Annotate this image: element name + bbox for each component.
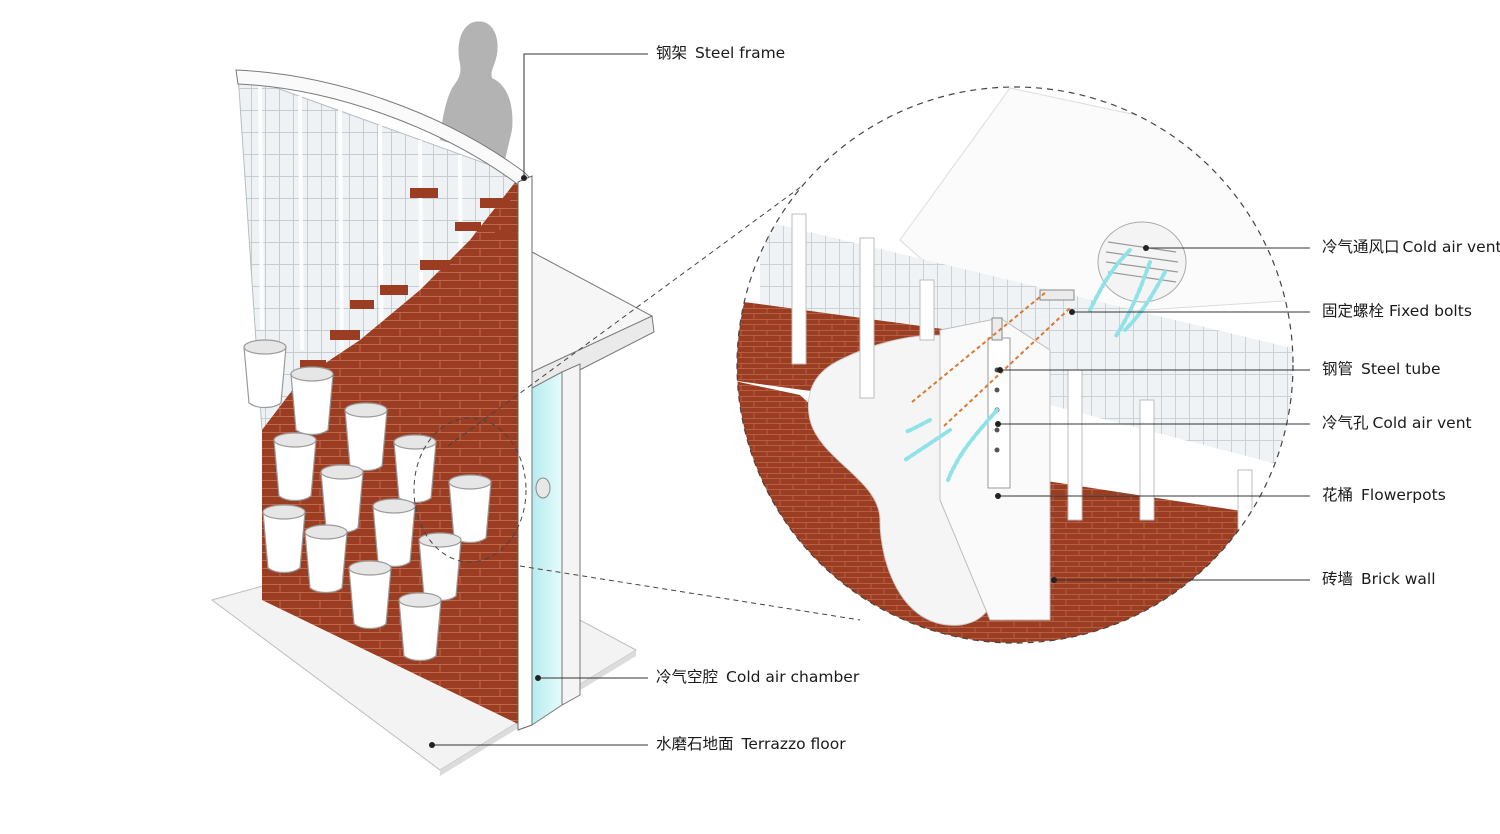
label-fixed-bolts-zh: 固定螺栓	[1322, 302, 1385, 320]
cold-air-chamber	[531, 371, 563, 726]
label-cold-air-chamber-en: Cold air chamber	[726, 668, 860, 686]
label-cold-air-vent-top-zh: 冷气通风口	[1322, 238, 1400, 256]
detail-callout-large	[736, 86, 1294, 644]
leader-lines	[432, 53, 1310, 746]
flowerpot-rim	[243, 339, 287, 355]
flowerpot	[448, 481, 492, 544]
label-cold-air-hole-en: Cold air vent	[1372, 414, 1472, 432]
flowerpot	[243, 346, 287, 409]
flowerpot-rim	[448, 474, 492, 490]
flowerpot	[348, 567, 392, 630]
steel-frame-column	[517, 175, 533, 731]
label-brick-wall: 砖墙 Brick wall	[1322, 570, 1436, 588]
label-cold-air-chamber: 冷气空腔 Cold air chamber	[656, 668, 860, 686]
flowerpot-rim	[344, 402, 388, 418]
flowerpot-rim	[418, 532, 462, 548]
flowerpot	[290, 373, 334, 436]
label-terrazzo-floor-zh: 水磨石地面	[656, 735, 734, 753]
detail-callout-small	[413, 417, 527, 563]
flowerpot	[273, 439, 317, 502]
label-cold-air-hole-zh: 冷气孔	[1322, 414, 1369, 432]
flowerpot	[418, 539, 462, 602]
label-flowerpots: 花桶 Flowerpots	[1322, 486, 1446, 504]
label-steel-frame: 钢架 Steel frame	[656, 44, 786, 62]
flowerpot-rim	[262, 504, 306, 520]
flowerpot	[262, 511, 306, 574]
flowerpot	[304, 531, 348, 594]
label-fixed-bolts-en: Fixed bolts	[1389, 302, 1472, 320]
person-silhouette	[440, 21, 513, 161]
flowerpot-rim	[348, 560, 392, 576]
label-terrazzo-floor-en: Terrazzo floor	[741, 735, 846, 753]
steel-tube	[987, 337, 1011, 489]
flowerpot	[344, 409, 388, 472]
flowerpot-rim	[320, 464, 364, 480]
label-brick-wall-zh: 砖墙	[1322, 570, 1354, 588]
cold-air-vent-grille	[1097, 221, 1187, 303]
label-steel-frame-en: Steel frame	[695, 44, 786, 62]
flowerpot	[320, 471, 364, 534]
label-brick-wall-en: Brick wall	[1361, 570, 1436, 588]
label-steel-frame-zh: 钢架	[656, 44, 688, 62]
label-steel-tube: 钢管 Steel tube	[1322, 360, 1441, 378]
flowerpot	[393, 441, 437, 504]
flowerpot-group	[243, 339, 492, 662]
label-cold-air-chamber-zh: 冷气空腔	[656, 668, 719, 686]
label-cold-air-vent-top-en: Cold air vent	[1402, 238, 1500, 256]
flowerpot-rim	[304, 524, 348, 540]
flowerpot	[398, 599, 442, 662]
label-flowerpots-zh: 花桶	[1322, 486, 1354, 504]
flowerpot-rim	[290, 366, 334, 382]
label-terrazzo-floor: 水磨石地面 Terrazzo floor	[656, 735, 846, 753]
label-flowerpots-en: Flowerpots	[1361, 486, 1446, 504]
flowerpot-rim	[398, 592, 442, 608]
flowerpot-rim	[273, 432, 317, 448]
flowerpot-rim	[372, 498, 416, 514]
flowerpot	[372, 505, 416, 568]
label-steel-tube-zh: 钢管	[1322, 360, 1354, 378]
flowerpot-rim	[393, 434, 437, 450]
label-steel-tube-en: Steel tube	[1361, 360, 1441, 378]
vent-grille-small	[535, 477, 551, 499]
